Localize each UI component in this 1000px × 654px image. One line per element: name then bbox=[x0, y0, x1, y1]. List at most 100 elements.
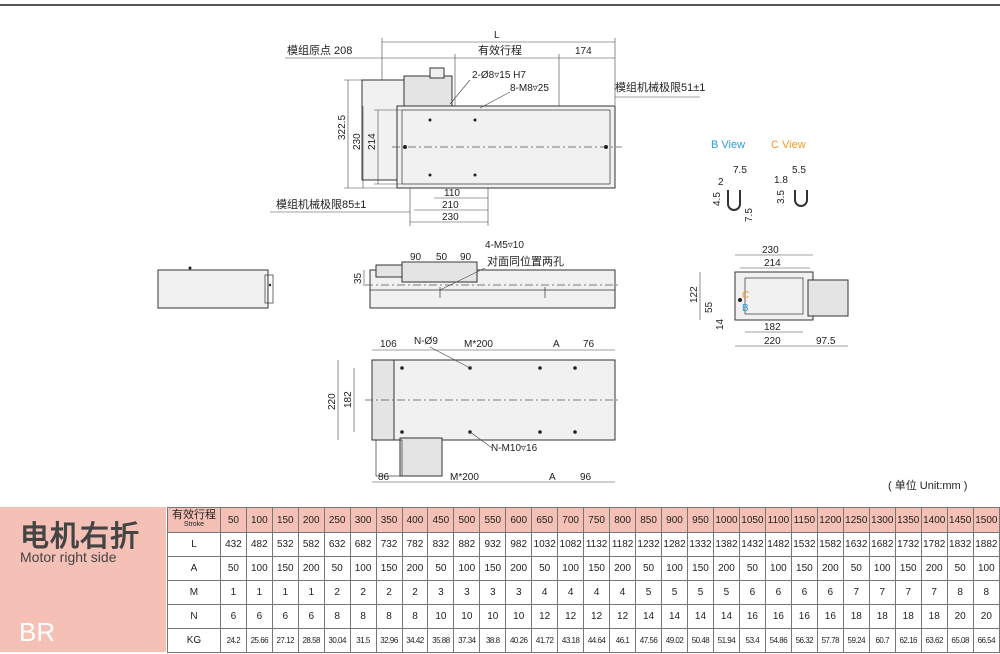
table-cell: 4 bbox=[583, 580, 611, 605]
mech-limit-left-label: 模组机械极限85±1 bbox=[276, 197, 366, 211]
table-cell: 50 bbox=[531, 556, 559, 581]
table-cell: 2 bbox=[401, 580, 429, 605]
table-cell: 1282 bbox=[661, 532, 688, 557]
end-dim-230: 230 bbox=[762, 245, 779, 256]
origin-label: 模组原点 208 bbox=[287, 43, 352, 57]
model-title-cn: 电机右折 bbox=[20, 521, 141, 553]
row-label: KG bbox=[167, 628, 221, 653]
stroke-cell: 1000 bbox=[712, 507, 740, 533]
table-cell: 1132 bbox=[583, 532, 611, 557]
table-cell: 1232 bbox=[635, 532, 663, 557]
b-dim-75v: 7.5 bbox=[744, 208, 755, 222]
side-view: 90 50 90 4-M5▿10 对面同位置两孔 35 bbox=[353, 240, 620, 309]
table-cell: 50 bbox=[842, 556, 870, 581]
dim-230-v: 230 bbox=[352, 133, 363, 150]
table-cell: 6 bbox=[816, 580, 844, 605]
row-label: L bbox=[167, 532, 221, 557]
table-cell: 6 bbox=[271, 604, 299, 629]
stroke-cell: 750 bbox=[583, 507, 611, 533]
table-cell: 10 bbox=[479, 604, 507, 629]
table-cell: 100 bbox=[868, 556, 896, 581]
table-cell: 1882 bbox=[972, 532, 1000, 557]
table-cell: 12 bbox=[583, 604, 611, 629]
table-cell: 24.2 bbox=[219, 628, 247, 653]
bottom-view: 106 N-Ø9 M*200 A 76 220 182 N-M10▿16 86 … bbox=[327, 336, 620, 483]
table-cell: 2 bbox=[323, 580, 351, 605]
c-dim-55: 5.5 bbox=[792, 165, 806, 176]
table-cell: 16 bbox=[816, 604, 844, 629]
stroke-cell: 800 bbox=[609, 507, 637, 533]
detail-views: B View C View 7.5 2 4.5 7.5 5.5 1.8 3.5 bbox=[711, 139, 808, 222]
table-cell: 1 bbox=[245, 580, 273, 605]
table-cell: 50 bbox=[219, 556, 247, 581]
table-cell: 43.18 bbox=[557, 628, 585, 653]
table-cell: 57.78 bbox=[816, 628, 844, 653]
row-label: M bbox=[167, 580, 221, 605]
table-cell: 150 bbox=[687, 556, 714, 581]
table-cell: 100 bbox=[557, 556, 585, 581]
table-cell: 200 bbox=[816, 556, 844, 581]
table-cell: 100 bbox=[972, 556, 1000, 581]
table-cell: 50 bbox=[738, 556, 766, 581]
c-dim-35: 3.5 bbox=[776, 190, 787, 204]
table-cell: 982 bbox=[505, 532, 533, 557]
table-cell: 49.02 bbox=[661, 628, 688, 653]
table-cell: 16 bbox=[790, 604, 818, 629]
stroke-cell: 850 bbox=[635, 507, 663, 533]
table-cell: 27.12 bbox=[271, 628, 299, 653]
table-cell: 682 bbox=[349, 532, 377, 557]
top-view: L 模组原点 208 有效行程 174 2-Ø8▿15 H7 8-M8▿25 模… bbox=[270, 30, 705, 226]
table-cell: 5 bbox=[635, 580, 663, 605]
end-dim-14: 14 bbox=[715, 318, 726, 330]
table-cell: 16 bbox=[738, 604, 766, 629]
stroke-cell: 1250 bbox=[842, 507, 870, 533]
table-cell: 7 bbox=[842, 580, 870, 605]
end-dim-220: 220 bbox=[764, 336, 781, 347]
bottom-m10-label: N-M10▿16 bbox=[491, 443, 538, 454]
table-cell: 200 bbox=[609, 556, 637, 581]
table-cell: 2 bbox=[375, 580, 403, 605]
table-cell: 1 bbox=[271, 580, 299, 605]
table-cell: 150 bbox=[375, 556, 403, 581]
stroke-cell: 450 bbox=[427, 507, 455, 533]
c-view-label: C View bbox=[771, 139, 806, 151]
stroke-cell: 200 bbox=[297, 507, 325, 533]
table-cell: 41.72 bbox=[531, 628, 559, 653]
side-dim-90b: 90 bbox=[460, 252, 472, 263]
table-cell: 12 bbox=[557, 604, 585, 629]
table-cell: 150 bbox=[479, 556, 507, 581]
table-cell: 18 bbox=[894, 604, 922, 629]
table-cell: 6 bbox=[219, 604, 247, 629]
table-cell: 10 bbox=[505, 604, 533, 629]
table-cell: 46.1 bbox=[609, 628, 637, 653]
stroke-cell: 600 bbox=[505, 507, 533, 533]
table-cell: 20 bbox=[946, 604, 974, 629]
table-cell: 25.66 bbox=[245, 628, 273, 653]
side-note-label: 对面同位置两孔 bbox=[487, 254, 564, 268]
dim-230-h: 230 bbox=[442, 212, 459, 223]
b-view-label: B View bbox=[711, 139, 745, 151]
table-cell: 7 bbox=[920, 580, 948, 605]
dim-110: 110 bbox=[444, 188, 460, 199]
stroke-cell: 250 bbox=[323, 507, 351, 533]
table-cell: 1432 bbox=[738, 532, 766, 557]
stroke-cell: 650 bbox=[531, 507, 559, 533]
table-cell: 50 bbox=[427, 556, 455, 581]
table-cell: 5 bbox=[687, 580, 714, 605]
end-dim-122: 122 bbox=[689, 286, 700, 303]
table-cell: 8 bbox=[946, 580, 974, 605]
table-cell: 7 bbox=[868, 580, 896, 605]
stroke-cell: 550 bbox=[479, 507, 507, 533]
model-code: BR bbox=[19, 617, 56, 647]
side-holes-label: 4-M5▿10 bbox=[485, 240, 524, 251]
table-cell: 38.8 bbox=[479, 628, 507, 653]
table-cell: 6 bbox=[245, 604, 273, 629]
table-cell: 150 bbox=[790, 556, 818, 581]
table-cell: 37.34 bbox=[453, 628, 481, 653]
bottom-dim-220: 220 bbox=[327, 393, 338, 410]
stroke-cell: 350 bbox=[375, 507, 403, 533]
table-cell: 1332 bbox=[687, 532, 714, 557]
